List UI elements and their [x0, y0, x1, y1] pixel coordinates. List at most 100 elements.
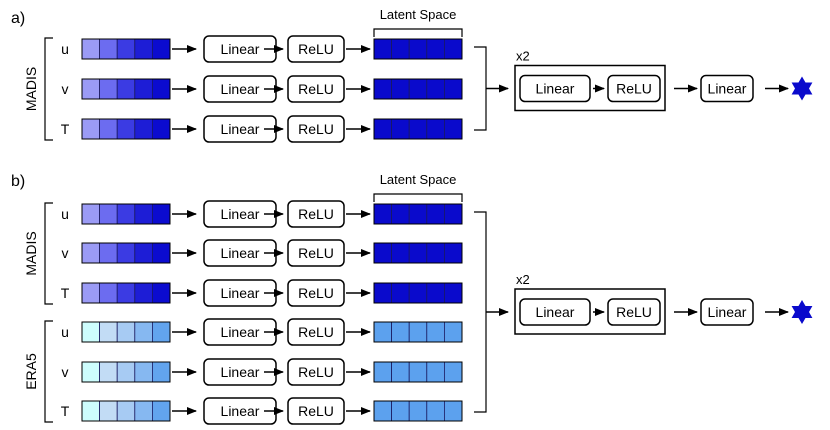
input-vector-cell	[116, 203, 136, 225]
input-vector	[81, 361, 171, 383]
input-vector-cell	[134, 361, 153, 383]
input-vector	[81, 242, 171, 264]
latent-vector-cell	[443, 118, 463, 140]
input-vector-cell	[151, 321, 171, 343]
relu-box	[287, 35, 345, 63]
input-vector-cell	[134, 118, 153, 140]
latent-vector-cell	[426, 118, 445, 140]
input-vector-outline	[81, 400, 171, 422]
latent-vector-cell	[443, 38, 463, 60]
relu-box-label: ReLU	[298, 81, 334, 97]
head-linear-box-label: Linear	[536, 304, 575, 320]
relu-box	[287, 279, 345, 307]
latent-vector-outline	[373, 78, 463, 100]
latent-vector-cell	[391, 321, 410, 343]
input-vector	[81, 400, 171, 422]
input-vector-cell	[99, 118, 118, 140]
relu-box	[287, 358, 345, 386]
latent-vector-cell	[443, 361, 463, 383]
latent-vector-cell	[443, 321, 463, 343]
latent-vector-cell	[373, 321, 393, 343]
input-vector-cell	[151, 203, 171, 225]
group-bracket	[44, 202, 53, 305]
variable-label: T	[61, 403, 70, 419]
repeat-block	[514, 64, 666, 112]
input-vector-cell	[134, 203, 153, 225]
input-vector-cell	[151, 282, 171, 304]
latent-space-label: Latent Space	[380, 7, 457, 22]
relu-box	[287, 115, 345, 143]
latent-vector-cell	[443, 282, 463, 304]
input-vector-cell	[81, 321, 101, 343]
input-vector-cell	[81, 118, 101, 140]
head-linear-box	[519, 74, 591, 103]
input-vector	[81, 118, 171, 140]
linear-box-label: Linear	[221, 206, 260, 222]
latent-vector-cell	[426, 282, 445, 304]
latent-vector-outline	[373, 282, 463, 304]
latent-vector-cell	[408, 400, 428, 422]
head-linear-box	[519, 298, 591, 326]
latent-vector	[373, 361, 463, 383]
input-vector-cell	[134, 78, 153, 100]
latent-vector-outline	[373, 361, 463, 383]
input-vector-cell	[134, 242, 153, 264]
final-linear-box	[700, 74, 754, 103]
input-vector-cell	[99, 38, 118, 60]
latent-vector-outline	[373, 203, 463, 225]
latent-vector-cell	[408, 282, 428, 304]
latent-vector	[373, 78, 463, 100]
input-vector-cell	[151, 361, 171, 383]
repeat-block	[514, 288, 666, 335]
latent-vector-cell	[391, 203, 410, 225]
head-relu-box	[607, 298, 661, 326]
group-bracket	[44, 320, 53, 423]
group-bracket	[44, 37, 53, 141]
latent-vector-cell	[426, 203, 445, 225]
relu-box-label: ReLU	[298, 324, 334, 340]
latent-vector-cell	[373, 78, 393, 100]
input-vector-cell	[116, 361, 136, 383]
latent-vector-cell	[391, 242, 410, 264]
relu-box-label: ReLU	[298, 245, 334, 261]
variable-label: u	[61, 206, 69, 222]
relu-box	[287, 318, 345, 346]
latent-vector	[373, 242, 463, 264]
head-linear-box-label: Linear	[536, 81, 575, 97]
input-vector-outline	[81, 361, 171, 383]
latent-vector-outline	[373, 38, 463, 60]
latent-vector	[373, 321, 463, 343]
latent-vector-cell	[391, 361, 410, 383]
merge-bracket	[474, 211, 487, 413]
latent-space-bracket	[373, 28, 463, 37]
input-vector-outline	[81, 321, 171, 343]
latent-vector-cell	[408, 118, 428, 140]
variable-label: v	[62, 245, 69, 261]
final-linear-box-label: Linear	[708, 81, 747, 97]
relu-box-label: ReLU	[298, 285, 334, 301]
input-vector-cell	[116, 38, 136, 60]
input-vector	[81, 282, 171, 304]
input-vector-cell	[81, 78, 101, 100]
latent-vector-cell	[408, 38, 428, 60]
relu-box	[287, 239, 345, 267]
input-vector-outline	[81, 203, 171, 225]
input-vector-cell	[99, 203, 118, 225]
input-vector-cell	[116, 242, 136, 264]
linear-box-label: Linear	[221, 285, 260, 301]
repeat-count-label: x2	[516, 49, 530, 64]
input-vector-cell	[151, 400, 171, 422]
latent-space-label: Latent Space	[380, 172, 457, 187]
input-vector	[81, 321, 171, 343]
input-vector	[81, 203, 171, 225]
input-vector-cell	[116, 78, 136, 100]
linear-box-label: Linear	[221, 121, 260, 137]
latent-vector	[373, 203, 463, 225]
panel-label: a)	[11, 10, 25, 27]
linear-box-label: Linear	[221, 81, 260, 97]
latent-vector	[373, 400, 463, 422]
input-vector-cell	[81, 361, 101, 383]
latent-vector-cell	[426, 361, 445, 383]
output-star-icon	[791, 300, 813, 324]
